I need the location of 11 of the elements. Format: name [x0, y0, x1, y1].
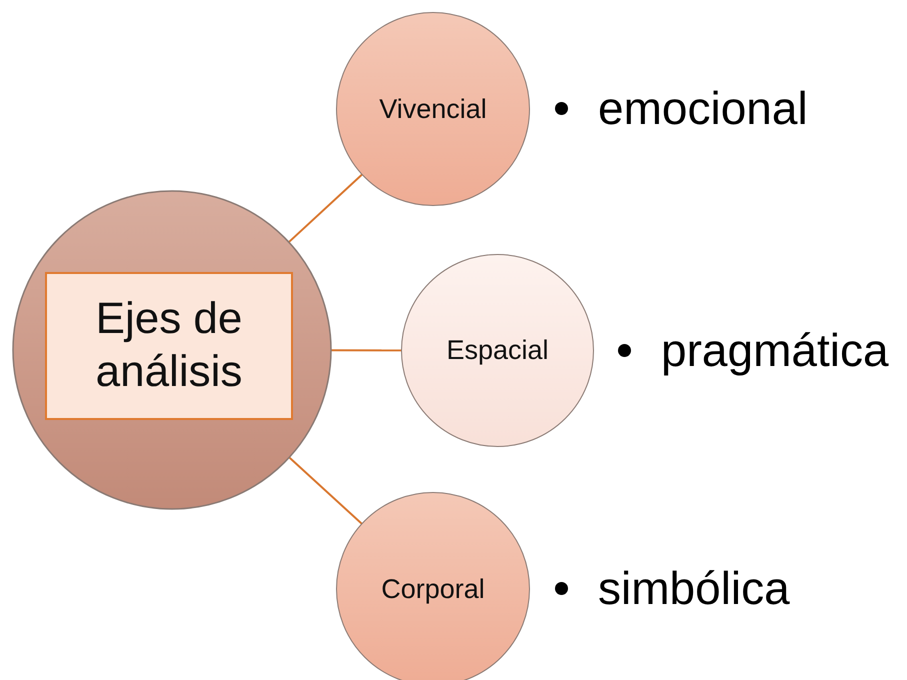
bullet-text: pragmática	[661, 323, 889, 377]
connector-line	[330, 349, 402, 352]
title-box: Ejes de análisis	[45, 272, 293, 420]
circle-label: Espacial	[446, 335, 549, 366]
bullet-text: emocional	[598, 81, 808, 135]
circle-shape	[12, 190, 332, 510]
circle-label: Vivencial	[379, 94, 487, 124]
connector-line	[287, 173, 364, 244]
circle-label: Corporal	[381, 574, 485, 604]
bullet-text: simbólica	[598, 561, 790, 615]
connector-line	[288, 456, 363, 525]
